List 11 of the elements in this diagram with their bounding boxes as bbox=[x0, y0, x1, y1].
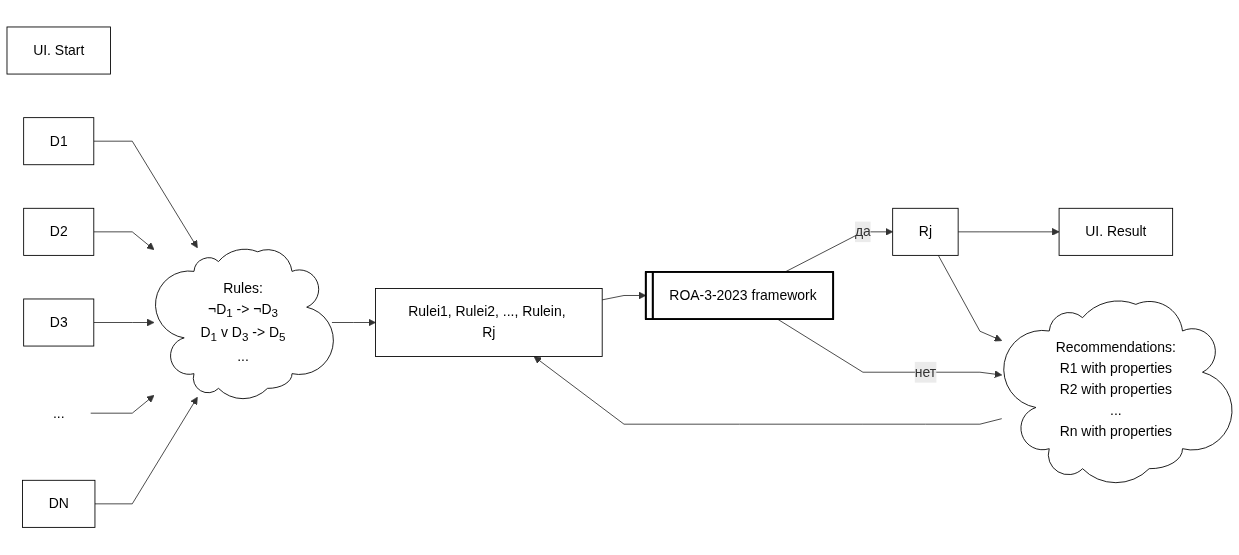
edge-label: да bbox=[854, 224, 871, 240]
node-box: D3 bbox=[23, 298, 95, 347]
node-box: D1 bbox=[23, 117, 95, 166]
node-box: Rulei1, Rulei2, ..., Rulein, Rj bbox=[375, 288, 603, 358]
node-box: DN bbox=[22, 480, 96, 529]
edge-label: нет bbox=[914, 364, 937, 380]
node-text: ... bbox=[52, 405, 65, 421]
node-box: D2 bbox=[23, 208, 95, 257]
node-box: UI. Result bbox=[1058, 208, 1174, 257]
node-box: UI. Start bbox=[6, 26, 111, 75]
node-box: Rj bbox=[892, 208, 959, 257]
